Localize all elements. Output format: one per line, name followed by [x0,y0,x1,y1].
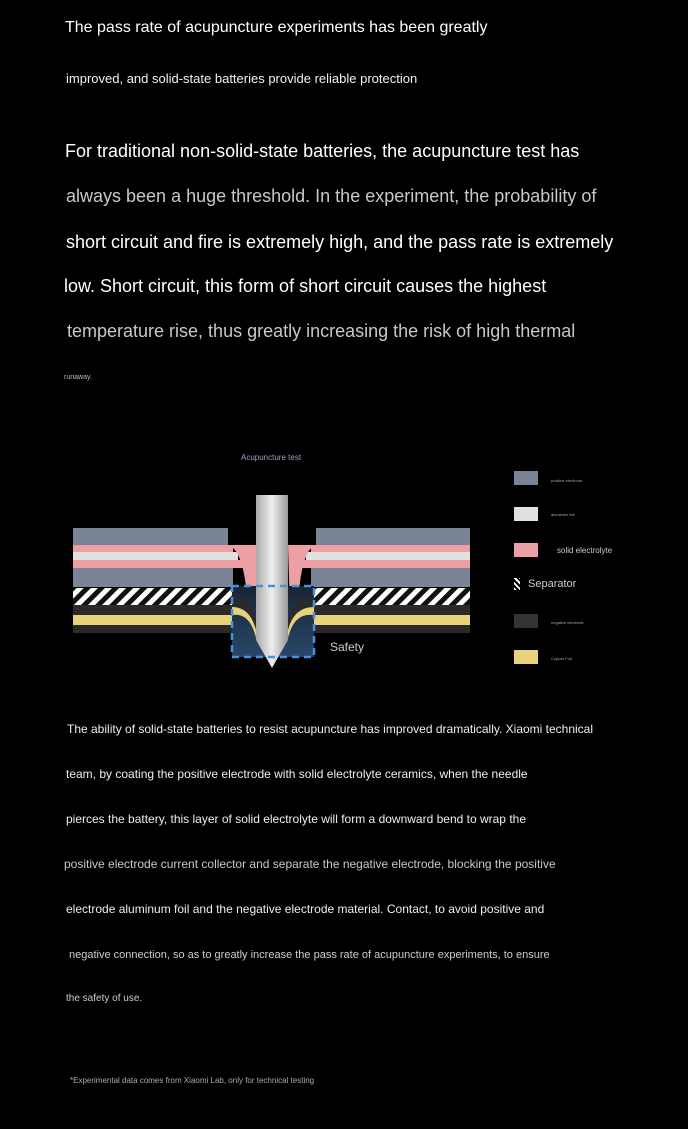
legend-label: Separator [528,578,577,590]
title-line-1: The pass rate of acupuncture experiments… [65,19,488,36]
intro-line: low. Short circuit, this form of short c… [64,276,547,296]
body-line: The ability of solid-state batteries to … [67,722,594,736]
intro-line: short circuit and fire is extremely high… [66,232,614,252]
legend-swatch-separator [514,578,520,590]
battery-layers-illustration [73,495,470,668]
legend-label: Copper Foil [551,656,572,661]
intro-line: runaway. [64,374,92,381]
body-line: team, by coating the positive electrode … [66,767,528,781]
legend-swatch-positive-electrode [514,471,538,485]
left-stack [73,528,243,633]
title-line-2: improved, and solid-state batteries prov… [66,71,418,86]
body-line: pierces the battery, this layer of solid… [66,812,526,826]
legend-swatch-aluminum-foil [514,507,538,521]
body-line: negative connection, so as to greatly in… [69,949,550,961]
legend-label: solid electrolyte [557,546,613,555]
body-line: electrode aluminum foil and the negative… [66,902,545,916]
diagram-title: Acupuncture test [241,453,302,462]
safety-box [230,584,316,659]
right-stack [301,528,470,633]
legend-label: positive electrode [551,478,583,483]
legend-swatch-negative-electrode [514,614,538,628]
intro-line: temperature rise, thus greatly increasin… [67,321,576,341]
legend-label: aluminum foil [551,512,575,517]
footnote: *Experimental data comes from Xiaomi Lab… [70,1076,315,1085]
intro-line: always been a huge threshold. In the exp… [66,186,597,206]
legend-swatch-solid-electrolyte [514,543,538,557]
intro-line: For traditional non-solid-state batterie… [65,141,580,161]
legend-label: negative electrode [551,620,584,625]
body-line: positive electrode current collector and… [64,857,556,871]
safety-label: Safety [330,640,365,654]
needle [256,495,288,668]
body-line: the safety of use. [66,993,143,1004]
legend-swatch-copper-foil [514,650,538,664]
